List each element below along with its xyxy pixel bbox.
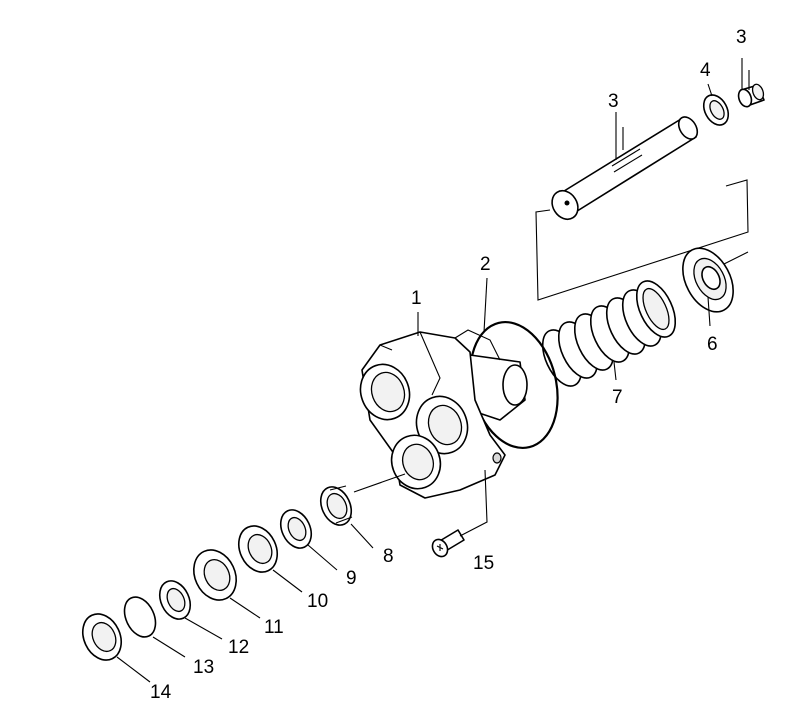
part-12-washer (158, 580, 192, 620)
callout-12: 12 (228, 637, 249, 658)
part-3-pin (551, 116, 699, 221)
part-13-o-ring (123, 596, 157, 638)
part-10-seal (237, 525, 279, 573)
part-15-screw (431, 529, 465, 558)
callout-3-pin: 3 (608, 91, 619, 112)
callout-15: 15 (473, 553, 494, 574)
callout-4: 4 (700, 60, 711, 81)
callout-2: 2 (480, 254, 491, 275)
part-3-plug (737, 83, 765, 108)
part-14-seal (81, 613, 123, 661)
callout-14: 14 (150, 682, 172, 703)
callout-3-plug: 3 (736, 27, 747, 48)
callouts: 1 2 3 3 4 6 7 8 9 10 11 12 13 14 15 (150, 27, 747, 703)
part-11-seal (193, 549, 237, 601)
group-bracket (535, 179, 749, 301)
part-1-pump-head (359, 329, 528, 499)
callout-1: 1 (411, 288, 422, 309)
part-4-ring (702, 94, 730, 126)
part-9-washer (279, 509, 313, 549)
callout-10: 10 (307, 591, 328, 612)
callout-13: 13 (193, 657, 214, 678)
part-8-seal (319, 485, 353, 526)
callout-9: 9 (346, 568, 357, 589)
callout-7: 7 (612, 387, 623, 408)
part-6-spring-seat (682, 247, 734, 313)
callout-6: 6 (707, 334, 718, 355)
part-7-spring (541, 280, 677, 387)
leader-lines (116, 58, 750, 683)
callout-11: 11 (264, 617, 284, 638)
callout-8: 8 (383, 546, 394, 567)
